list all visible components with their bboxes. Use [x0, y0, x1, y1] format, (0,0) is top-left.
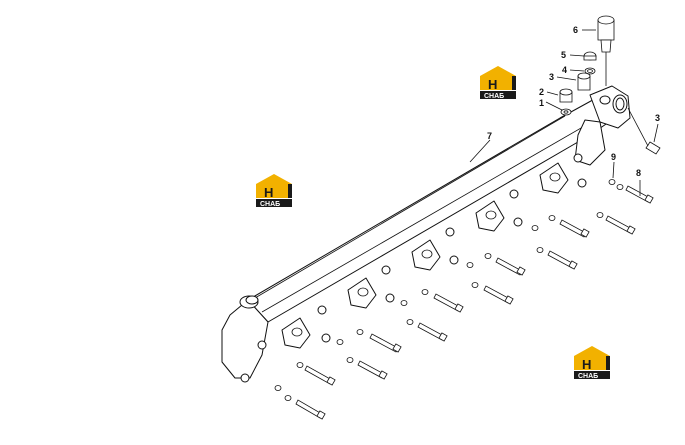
- bolt-row-3: [400, 289, 464, 342]
- callout-7: 7: [487, 131, 492, 141]
- logo-snab-text: СНАБ: [578, 373, 598, 380]
- bolt-set: [274, 179, 654, 420]
- callout-3a: 3: [549, 72, 554, 82]
- sensor-parts: [469, 15, 661, 196]
- logo-h-text: H: [264, 185, 273, 200]
- watermark-logo-bottom: H СНАБ: [574, 346, 610, 380]
- callout-9: 9: [611, 152, 616, 162]
- runner-flanges: [240, 153, 587, 383]
- logo-snab-text: СНАБ: [260, 201, 280, 208]
- bolt-row-2: [336, 329, 402, 380]
- callout-labels: 1 2 3 4 5 6 3 7 9 8: [487, 25, 660, 178]
- callout-6: 6: [573, 25, 578, 35]
- callout-3b: 3: [655, 113, 660, 123]
- watermark-logo-left: H СНАБ: [256, 174, 292, 208]
- callout-5: 5: [561, 50, 566, 60]
- callout-2: 2: [539, 87, 544, 97]
- logo-h-text: H: [582, 357, 591, 372]
- bolt-row-1: [274, 362, 336, 420]
- watermark-logo-top: H СНАБ: [480, 66, 516, 100]
- bolt-row-4: [466, 253, 526, 305]
- logo-snab-text: СНАБ: [484, 93, 504, 100]
- exhaust-manifold: [221, 85, 631, 383]
- bolt-row-5: [531, 215, 590, 270]
- callout-1: 1: [539, 98, 544, 108]
- logo-h-text: H: [488, 77, 497, 92]
- callout-4: 4: [562, 65, 567, 75]
- bolt-row-6: [596, 179, 654, 235]
- callout-8: 8: [636, 168, 641, 178]
